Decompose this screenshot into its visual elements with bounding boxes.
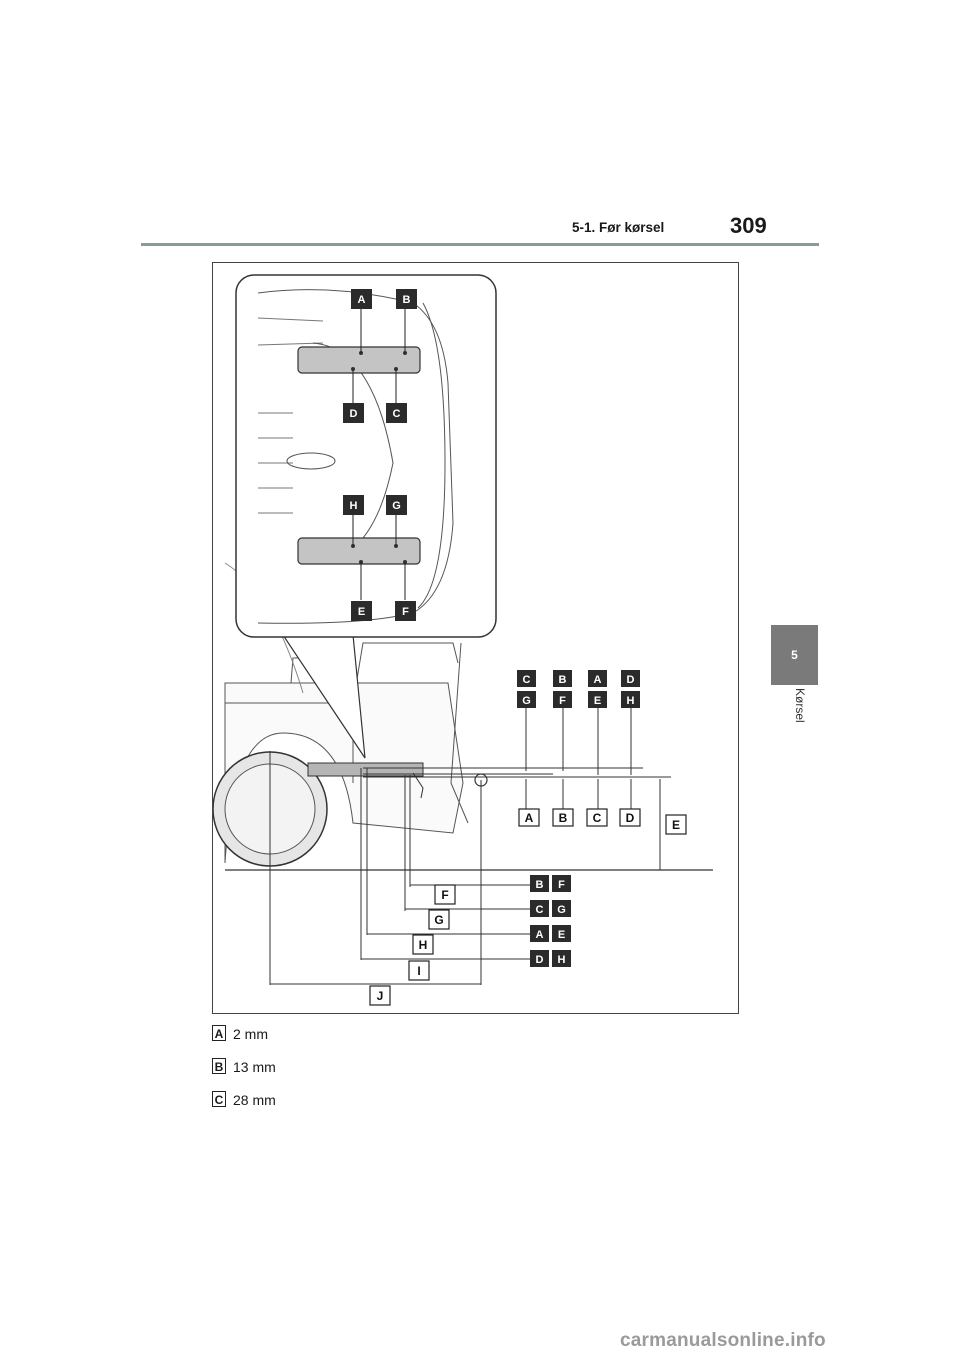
callout-f-inset: F	[395, 601, 416, 621]
callout-c-inset: C	[386, 403, 407, 423]
svg-text:D: D	[350, 408, 358, 420]
legend-value-a: 2 mm	[233, 1026, 268, 1042]
svg-text:A: A	[525, 811, 534, 825]
svg-text:D: D	[627, 674, 635, 686]
chapter-number: 5	[791, 648, 798, 662]
legend-item-b: B 13 mm	[212, 1058, 372, 1078]
legend-value-b: 13 mm	[233, 1059, 276, 1075]
svg-text:H: H	[627, 695, 635, 707]
callout-b-inset: B	[396, 289, 417, 309]
dimension-pair-h: H	[552, 950, 571, 967]
svg-text:J: J	[377, 989, 384, 1003]
watermark: carmanualsonline.info	[620, 1330, 826, 1351]
svg-text:F: F	[559, 695, 566, 707]
towing-dimension-figure: A B D C H G E F C G B F A E D H	[212, 262, 739, 1014]
svg-text:D: D	[626, 811, 635, 825]
callout-h-upper: H	[621, 691, 640, 708]
svg-text:C: C	[393, 408, 401, 420]
callout-b-upper: B	[553, 670, 572, 687]
svg-text:E: E	[594, 695, 601, 707]
callout-b-bottom: B	[552, 808, 574, 827]
svg-text:H: H	[558, 954, 566, 966]
callout-f-upper: F	[553, 691, 572, 708]
legend-value-c: 28 mm	[233, 1092, 276, 1108]
dimension-label-g: G	[428, 909, 450, 930]
callout-e-upper: E	[588, 691, 607, 708]
dimension-pair-c: C	[530, 900, 549, 917]
dimension-lines	[269, 751, 531, 985]
svg-text:G: G	[392, 500, 401, 512]
figure-drawing: A B D C H G E F C G B F A E D H	[213, 274, 713, 1006]
svg-text:E: E	[358, 606, 365, 618]
svg-text:H: H	[350, 500, 358, 512]
svg-text:B: B	[559, 811, 568, 825]
lower-bracket	[297, 537, 421, 565]
callout-e-inset: E	[351, 601, 372, 621]
section-title: 5-1. Før kørsel	[572, 220, 665, 235]
reference-lines	[363, 703, 671, 870]
svg-text:H: H	[419, 938, 428, 952]
svg-text:B: B	[559, 674, 567, 686]
callout-d-inset: D	[343, 403, 364, 423]
svg-text:B: B	[536, 879, 544, 891]
legend-key-c: C	[212, 1091, 226, 1107]
upper-bracket	[297, 346, 421, 374]
svg-text:C: C	[593, 811, 602, 825]
callout-d-upper: D	[621, 670, 640, 687]
callout-c-upper: C	[517, 670, 536, 687]
svg-text:G: G	[557, 904, 566, 916]
callout-g-upper: G	[517, 691, 536, 708]
svg-text:A: A	[536, 929, 544, 941]
legend-item-a: A 2 mm	[212, 1025, 372, 1045]
svg-text:C: C	[536, 904, 544, 916]
svg-text:I: I	[417, 964, 420, 978]
svg-text:D: D	[536, 954, 544, 966]
dimension-label-j: J	[369, 985, 391, 1006]
legend-key-a: A	[212, 1025, 226, 1041]
dimension-pair-f: F	[552, 875, 571, 892]
dimension-pair-b: B	[530, 875, 549, 892]
callout-h-inset: H	[343, 495, 364, 515]
height-label-e: E	[665, 814, 687, 835]
page-number: 309	[730, 213, 767, 238]
svg-text:F: F	[441, 888, 448, 902]
callout-a-upper: A	[588, 670, 607, 687]
callout-g-inset: G	[386, 495, 407, 515]
dimension-label-h: H	[412, 934, 434, 955]
svg-text:F: F	[402, 606, 409, 618]
svg-text:E: E	[672, 818, 680, 832]
inset-frame	[235, 274, 497, 638]
callout-a-inset: A	[351, 289, 372, 309]
svg-text:G: G	[434, 913, 443, 927]
legend-key-b: B	[212, 1058, 226, 1074]
dimension-pair-a: A	[530, 925, 549, 942]
svg-text:G: G	[522, 695, 531, 707]
legend-item-c: C 28 mm	[212, 1091, 372, 1111]
svg-text:B: B	[403, 294, 411, 306]
svg-text:A: A	[358, 294, 366, 306]
dimension-pair-d: D	[530, 950, 549, 967]
dimension-pair-g: G	[552, 900, 571, 917]
dimension-label-f: F	[434, 884, 456, 905]
chapter-tab[interactable]: 5	[771, 625, 818, 685]
inset-leaders	[352, 308, 406, 600]
callout-a-bottom: A	[518, 808, 540, 827]
callout-c-bottom: C	[586, 808, 608, 827]
dimension-label-i: I	[408, 960, 430, 981]
svg-text:C: C	[523, 674, 531, 686]
svg-text:E: E	[558, 929, 565, 941]
callout-d-bottom: D	[619, 808, 641, 827]
svg-text:A: A	[594, 674, 602, 686]
dimension-pair-e: E	[552, 925, 571, 942]
chapter-title: Kørsel	[793, 688, 807, 723]
header-divider	[141, 243, 819, 246]
svg-text:F: F	[558, 879, 565, 891]
